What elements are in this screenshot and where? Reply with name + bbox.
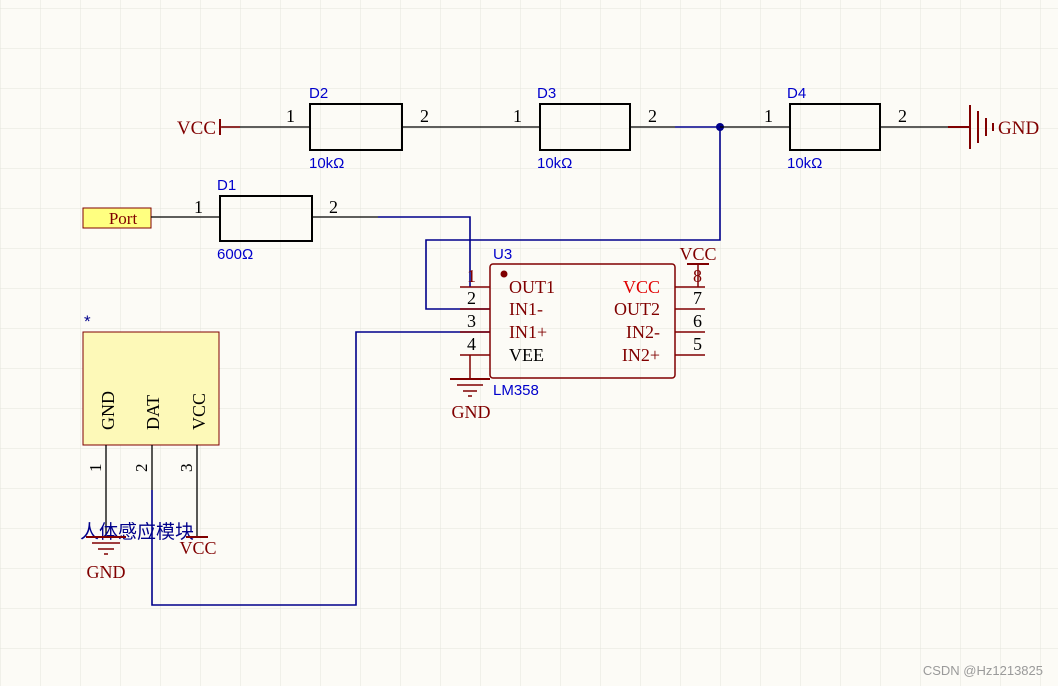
resistor-d3[interactable]: D3 10kΩ 1 2: [513, 85, 657, 172]
sensor-pin-name-vcc: VCC: [189, 393, 209, 430]
d3-pin1: 1: [513, 106, 522, 126]
d2-designator: D2: [309, 85, 328, 102]
u3-pin-num-4: 4: [467, 334, 476, 354]
vcc-u3-label: VCC: [679, 244, 716, 264]
gnd-u3-label: GND: [452, 402, 491, 422]
d1-pin1: 1: [194, 197, 203, 217]
d3-pin2: 2: [648, 106, 657, 126]
d4-value: 10kΩ: [787, 155, 822, 172]
d4-pin2: 2: [898, 106, 907, 126]
u3-pin1-marker: [500, 270, 508, 278]
gnd-port-sensor[interactable]: GND: [86, 536, 126, 582]
d1-designator: D1: [217, 177, 236, 194]
wire-divider-to-in1minus[interactable]: [425, 127, 721, 310]
u3-pin-num-6: 6: [693, 311, 702, 331]
ic-u3-lm358[interactable]: U3 LM358 1 2 3 4 OUT1 IN1- IN1+ VEE VCC …: [460, 246, 705, 399]
u3-pin-name-out2: OUT2: [614, 299, 660, 319]
d2-pin2: 2: [420, 106, 429, 126]
resistor-d2[interactable]: D2 10kΩ 1 2: [286, 85, 429, 172]
u3-body[interactable]: [489, 263, 676, 379]
vcc-port-left[interactable]: VCC: [177, 118, 240, 139]
sensor-pin-num-1: 1: [86, 464, 105, 473]
vcc-port-sensor[interactable]: VCC: [179, 536, 217, 558]
port-flag[interactable]: Port: [82, 207, 152, 229]
gnd-sensor-label: GND: [87, 562, 126, 582]
u3-pin-name-in2minus: IN2-: [626, 322, 660, 342]
u3-pin-num-5: 5: [693, 334, 702, 354]
resistor-d4[interactable]: D4 10kΩ 1 2: [764, 85, 907, 172]
u3-pin-num-7: 7: [693, 288, 702, 308]
u3-pin-name-in1minus: IN1-: [509, 299, 543, 319]
u3-pin-name-vcc: VCC: [623, 277, 660, 297]
wire-sensor-dat-to-in1plus[interactable]: [151, 331, 490, 606]
u3-pin-name-vee: VEE: [509, 345, 544, 365]
wire-d1-to-out1[interactable]: [378, 216, 471, 287]
u3-part: LM358: [493, 382, 539, 399]
d3-designator: D3: [537, 85, 556, 102]
u3-pin-name-in1plus: IN1+: [509, 322, 547, 342]
d4-pin1: 1: [764, 106, 773, 126]
resistor-d1[interactable]: D1 600Ω 1 2: [194, 177, 338, 263]
gnd-right-label: GND: [998, 118, 1039, 139]
u3-pin-name-in2plus: IN2+: [622, 345, 660, 365]
d1-pin2: 2: [329, 197, 338, 217]
d3-value: 10kΩ: [537, 155, 572, 172]
d4-designator: D4: [787, 85, 806, 102]
sensor-designator: *: [84, 312, 91, 331]
sensor-pin-num-2: 2: [132, 464, 151, 473]
watermark: CSDN @Hz1213825: [923, 663, 1043, 678]
sensor-pin-name-gnd: GND: [98, 391, 118, 430]
vcc-sensor-label: VCC: [179, 538, 216, 558]
vcc-port-u3[interactable]: VCC: [679, 244, 717, 287]
u3-pin-num-1: 1: [467, 266, 476, 286]
u3-pin-num-2: 2: [467, 288, 476, 308]
gnd-port-u3[interactable]: GND: [450, 355, 491, 422]
sensor-body[interactable]: [82, 331, 220, 446]
u3-pin-num-3: 3: [467, 311, 476, 331]
u3-designator: U3: [493, 246, 512, 263]
vcc-left-label: VCC: [177, 118, 216, 139]
d2-value: 10kΩ: [309, 155, 344, 172]
gnd-port-right[interactable]: GND: [948, 105, 1039, 149]
d2-pin1: 1: [286, 106, 295, 126]
d1-value: 600Ω: [217, 246, 253, 263]
sensor-module[interactable]: * GND DAT VCC 1 2 3 人体感应模块: [80, 312, 220, 543]
sensor-comment: 人体感应模块: [80, 521, 194, 543]
port-label: Port: [109, 209, 138, 228]
sensor-pin-name-dat: DAT: [143, 395, 163, 430]
sensor-pin-num-3: 3: [177, 464, 196, 473]
u3-pin-name-out1: OUT1: [509, 277, 555, 297]
